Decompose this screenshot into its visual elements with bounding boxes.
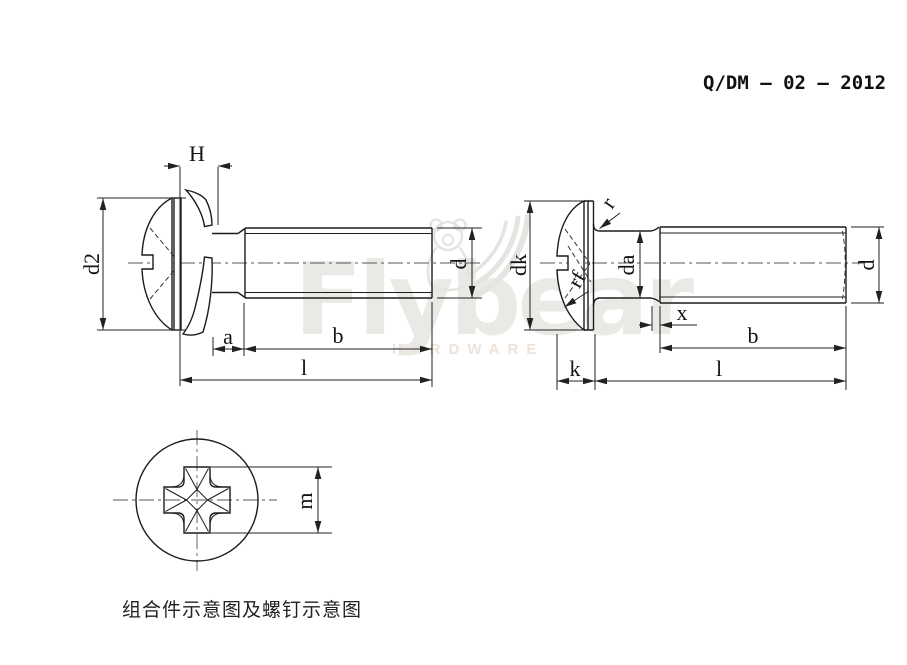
leader-r (599, 212, 621, 229)
extension-line (211, 466, 332, 534)
bear-body-icon (426, 246, 470, 292)
thread-chamfer (237, 227, 246, 299)
dim-label-r: r (596, 192, 621, 213)
watermark-bear-logo: ® (426, 213, 531, 299)
watermark-subtitle: HARDWARE (392, 341, 545, 358)
top-view-centerlines (113, 430, 277, 571)
plain-shank (212, 232, 238, 294)
tip-chamfer-hidden (842, 230, 846, 300)
dim-label-m: m (292, 492, 317, 509)
bear-ear-icon (429, 218, 443, 232)
thread-root-lines (660, 232, 846, 298)
thread-root-lines (245, 233, 432, 293)
recess-hidden-line (564, 228, 591, 299)
head-circle (135, 438, 259, 562)
recess-top-view: m (113, 430, 332, 571)
recess-center-diamond (185, 488, 209, 512)
swoosh-icon (471, 213, 531, 299)
swoosh-icon (469, 215, 521, 289)
leader-rf (564, 290, 590, 308)
rf-construction-line (567, 245, 592, 283)
swoosh-icon (466, 220, 508, 278)
underhead-fillet (592, 223, 601, 307)
dim-label-d: d (446, 259, 471, 270)
screw-view: r rf dk da d x b (506, 192, 884, 390)
dim-label-b: b (333, 323, 344, 348)
dim-label-da: da (614, 254, 639, 275)
dim-label-dk: dk (506, 254, 531, 276)
document-number: Q/DM – 02 – 2012 (703, 72, 887, 94)
dim-label-H: H (189, 141, 205, 166)
bear-ear-icon (453, 218, 467, 232)
spring-washer-upper (184, 188, 213, 228)
dim-label-l: l (716, 356, 722, 381)
extension-line (97, 197, 186, 331)
screw-head-outline (556, 199, 585, 332)
extension-line (651, 306, 661, 353)
bear-muzzle-icon (442, 234, 454, 246)
thread-runout (650, 226, 660, 303)
dim-label-k: k (570, 356, 581, 381)
dim-label-b: b (748, 323, 759, 348)
dim-label-x: x (677, 300, 688, 325)
extension-line (212, 302, 433, 387)
dim-label-d2: d2 (79, 253, 104, 275)
phillips-recess-outline (163, 466, 231, 534)
spring-washer-lower (181, 256, 213, 336)
dim-label-d: d (854, 260, 879, 271)
registered-mark: ® (463, 264, 473, 279)
bear-head-icon (432, 220, 464, 252)
assembly-view: H d2 d a b l (79, 141, 482, 387)
recess-chamfer-arcs (170, 473, 224, 527)
dim-label-a: a (223, 324, 233, 349)
dim-label-l: l (301, 355, 307, 380)
extension-line (524, 200, 583, 331)
recess-wall-curves (165, 468, 229, 532)
figure-caption: 组合件示意图及螺钉示意图 (122, 599, 363, 621)
thread-crest-lines (660, 226, 846, 304)
thread-crest-lines (245, 227, 432, 299)
screw-head-rim (584, 200, 595, 331)
assembly-head-outline (141, 196, 173, 332)
